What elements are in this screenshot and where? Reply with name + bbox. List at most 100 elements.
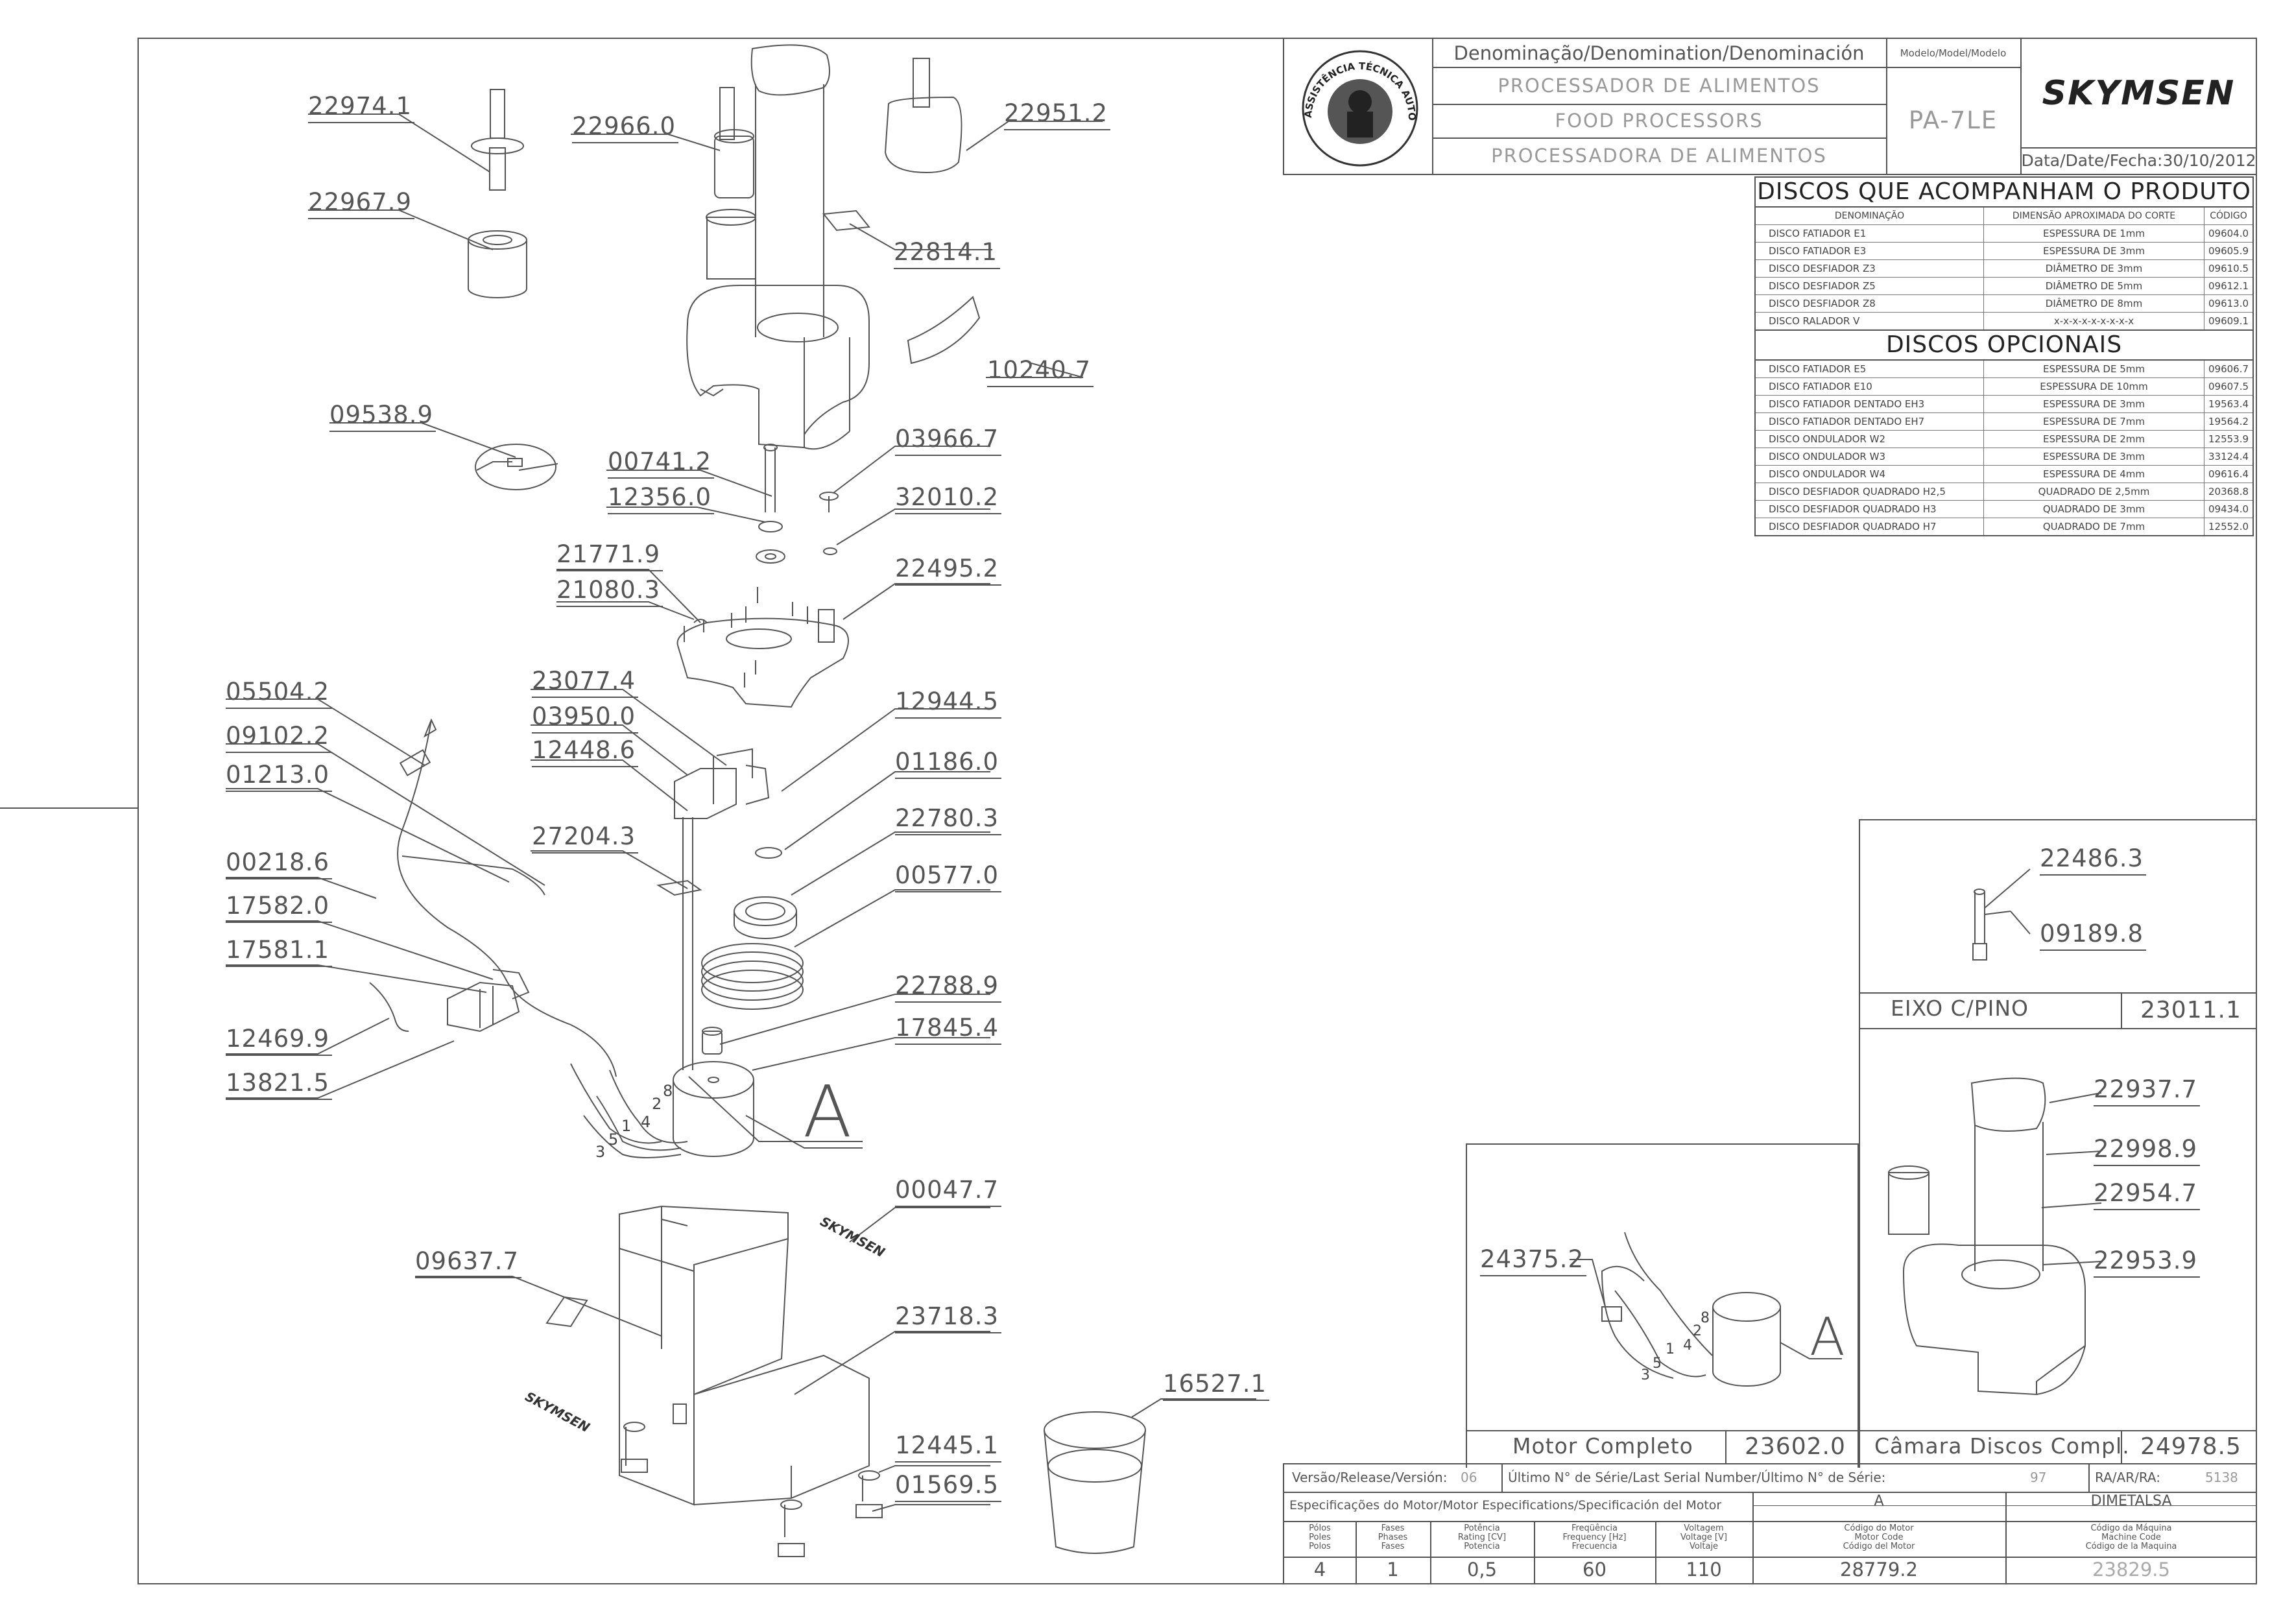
spec-block: Versão/Release/Versión: 06 Último N° de …	[1283, 1463, 2257, 1584]
col-power: Potência Rating [CV] Potencia	[1457, 1523, 1507, 1551]
part-09637-7: 09637.7	[415, 1247, 522, 1278]
part-24375-2: 24375.2	[1480, 1245, 1587, 1276]
callout-a-label: A	[803, 1070, 852, 1153]
disc-code: 12553.9	[2208, 433, 2249, 445]
machine-code-value: 23829.5	[2092, 1558, 2170, 1581]
part-22788-9: 22788.9	[895, 972, 1002, 1003]
part-01213-0: 01213.0	[226, 761, 333, 792]
disc-name: DISCO DESFIADOR QUADRADO H3	[1756, 501, 1984, 518]
part-32010-2: 32010.2	[895, 483, 1002, 514]
shaft-code: 23011.1	[2140, 997, 2241, 1023]
part-00577-0: 00577.0	[895, 861, 1002, 892]
col-motor-code: Código do Motor Motor Code Código del Mo…	[1843, 1523, 1915, 1551]
title-block: Denominação/Denomination/Denominación PR…	[1283, 38, 2257, 175]
part-09538-9: 09538.9	[329, 401, 436, 432]
wire-number-5: 5	[608, 1130, 619, 1149]
disc-name: DISCO DESFIADOR QUADRADO H7	[1756, 518, 1984, 535]
top-plate-21080	[676, 609, 849, 708]
disc-code: 09604.0	[2208, 228, 2249, 239]
inset-shaft-22486	[1972, 868, 2031, 961]
disc-code: 33124.4	[2208, 451, 2249, 462]
disc-name: DISCO RALADOR V	[1756, 313, 1984, 329]
col-voltage: Voltagem Voltage [V] Voltaje	[1680, 1523, 1727, 1551]
disc-code: 09605.9	[2208, 245, 2249, 257]
disc-dimension: ESPESSURA DE 3mm	[1984, 243, 2204, 259]
drawing-frame	[137, 38, 2257, 1584]
discs-optional-title: DISCOS OPCIONAIS	[1756, 329, 2252, 361]
shaft-assembly	[756, 444, 839, 564]
discs-included-title: DISCOS QUE ACOMPANHAM O PRODUTO	[1756, 178, 2252, 208]
inset-chamber-24978	[1888, 1077, 2102, 1396]
poles-value: 4	[1313, 1558, 1326, 1581]
inset-callout-a-label: A	[1810, 1307, 1845, 1367]
part-27204-3: 27204.3	[532, 822, 639, 854]
callout-a-pointer	[745, 1115, 863, 1149]
name-pt: PROCESSADOR DE ALIMENTOS	[1498, 74, 1821, 97]
switch-13821	[447, 969, 530, 1033]
lid-22951	[884, 58, 962, 173]
disc-code: 09606.7	[2208, 363, 2249, 375]
wire-number-1: 1	[621, 1117, 632, 1135]
part-03966-7: 03966.7	[895, 425, 1002, 456]
part-00741-2: 00741.2	[608, 448, 715, 479]
disc-name: DISCO ONDULADOR W2	[1756, 431, 1984, 448]
serial-label: Último N° de Série/Last Serial Number/Úl…	[1508, 1470, 1886, 1485]
denomination-label: Denominação/Denomination/Denominación	[1453, 42, 1865, 64]
disc-name: DISCO FATIADOR E10	[1756, 378, 1984, 395]
part-22937-7: 22937.7	[2094, 1075, 2201, 1106]
part-21771-9: 21771.9	[556, 540, 663, 571]
disc-name: DISCO DESFIADOR Z3	[1756, 260, 1984, 277]
disc-code: 09616.4	[2208, 468, 2249, 480]
part-16527-1: 16527.1	[1163, 1370, 1270, 1401]
disc-code: 09612.1	[2208, 280, 2249, 292]
part-22951-2: 22951.2	[1004, 99, 1111, 130]
col-dimension: DIMENSÃO APROXIMADA DO CORTE	[1984, 208, 2204, 224]
col-code: CÓDIGO	[2210, 211, 2247, 221]
disc-dimension: QUADRADO DE 3mm	[1984, 501, 2204, 518]
leader-lines	[226, 113, 1256, 1512]
part-22953-9: 22953.9	[2094, 1247, 2201, 1278]
motor-complete-label: Motor Completo	[1512, 1433, 1693, 1459]
col-poles: Pólos Poles Polos	[1309, 1523, 1331, 1551]
part-22974-1: 22974.1	[308, 92, 415, 123]
voltage-value: 110	[1686, 1558, 1722, 1581]
disc-code: 20368.8	[2208, 486, 2249, 497]
name-en: FOOD PROCESSORS	[1555, 110, 1763, 132]
disc-code: 19564.2	[2208, 416, 2249, 427]
part-22998-9: 22998.9	[2094, 1135, 2201, 1166]
part-10240-7: 10240.7	[987, 356, 1094, 387]
part-22780-3: 22780.3	[895, 804, 1002, 835]
disc-name: DISCO ONDULADOR W3	[1756, 448, 1984, 465]
disc-name: DISCO DESFIADOR Z8	[1756, 295, 1984, 312]
name-es: PROCESSADORA DE ALIMENTOS	[1491, 145, 1827, 167]
part-09102-2: 09102.2	[226, 722, 333, 753]
disc-name: DISCO FATIADOR DENTADO EH7	[1756, 413, 1984, 430]
part-23718-3: 23718.3	[895, 1302, 1002, 1333]
model-label: Modelo/Model/Modelo	[1900, 47, 2007, 59]
pulley-22780	[734, 847, 797, 939]
base-23718	[619, 1205, 883, 1557]
date-row: Data/Date/Fecha:30/10/2012	[2020, 147, 2257, 174]
part-22967-9: 22967.9	[308, 188, 415, 219]
phases-value: 1	[1387, 1558, 1399, 1581]
part-00047-7: 00047.7	[895, 1176, 1002, 1207]
disc-dimension: ESPESSURA DE 4mm	[1984, 466, 2204, 483]
part-17845-4: 17845.4	[895, 1014, 1002, 1045]
version-value: 06	[1461, 1470, 1477, 1485]
part-05504-2: 05504.2	[226, 678, 333, 709]
col-denomination: DENOMINAÇÃO	[1756, 208, 1984, 224]
wire-number-2: 2	[652, 1095, 662, 1113]
cup-16527	[1044, 1411, 1146, 1554]
disc-dimension: QUADRADO DE 7mm	[1984, 518, 2204, 535]
inset-motor-23602	[1570, 1232, 1842, 1387]
disc-name: DISCO DESFIADOR Z5	[1756, 278, 1984, 294]
inset-wire-number-8: 8	[1701, 1310, 1710, 1326]
